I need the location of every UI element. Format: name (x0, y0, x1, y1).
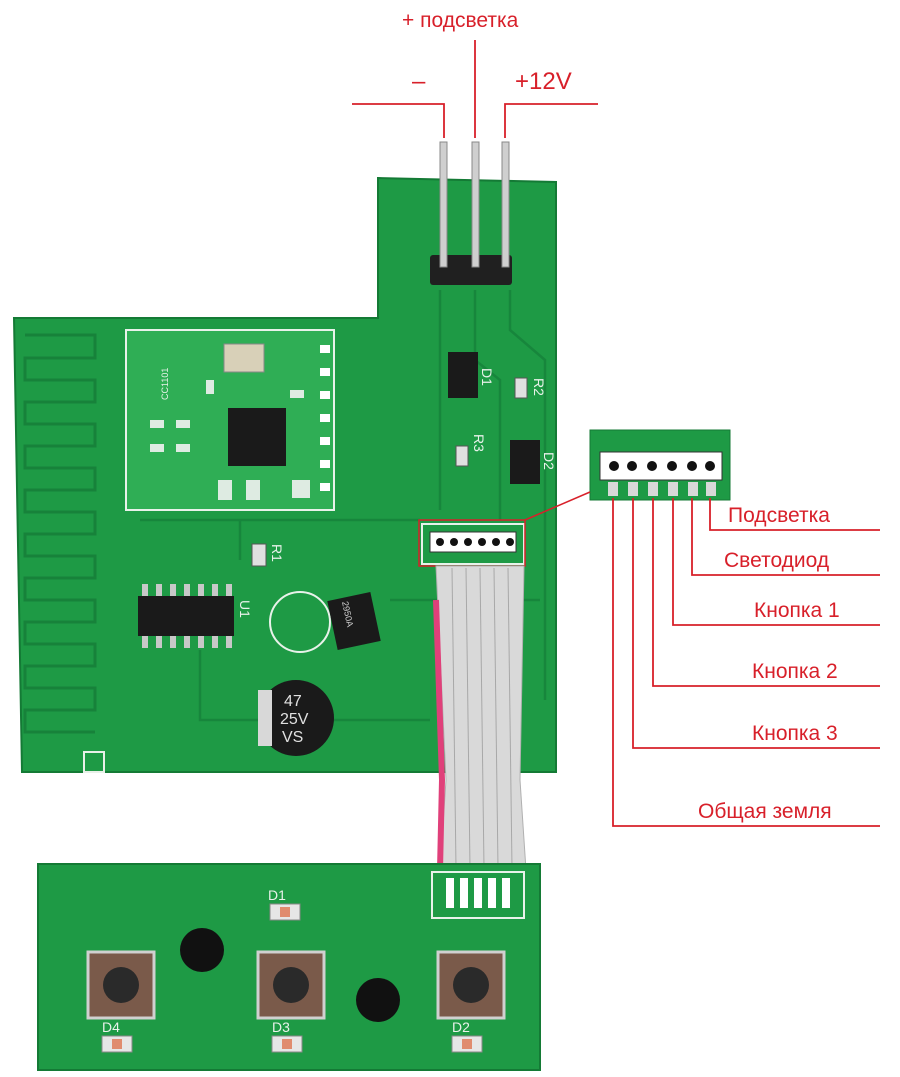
voltage-regulator: 2950A (269, 591, 381, 653)
board-corner-pad (83, 751, 105, 773)
tactile-button-3 (436, 950, 506, 1020)
diode-d2 (510, 440, 540, 484)
tactile-button-1 (86, 950, 156, 1020)
r2-label: R2 (531, 378, 547, 396)
led-d3-lens (282, 1039, 292, 1049)
label-minus: – (412, 68, 426, 95)
d2-label: D2 (541, 452, 557, 470)
zoom-connector-line (524, 491, 591, 521)
led-d1-lens (280, 907, 290, 917)
antenna-trace (23, 333, 97, 734)
label-pin-common-ground: Общая земля (698, 800, 832, 823)
three-pin-header (430, 141, 512, 285)
annotation-lines (352, 40, 880, 827)
label-pin-button-1: Кнопка 1 (754, 599, 840, 622)
leader-pin-1 (709, 498, 880, 531)
led-d2-label: D2 (452, 1019, 470, 1035)
led-d2-lens (462, 1039, 472, 1049)
resistor-r1 (251, 543, 267, 567)
resistor-r2 (514, 377, 528, 399)
d1-label: D1 (479, 368, 495, 386)
label-backlight-plus: + подсветка (402, 9, 519, 32)
leader-pin-3 (672, 498, 880, 626)
led-d4-label: D4 (102, 1019, 120, 1035)
led-d1-label: D1 (268, 887, 286, 903)
label-pin-button-3: Кнопка 3 (752, 722, 838, 745)
connector-bottom (431, 871, 525, 919)
cap-value-3: VS (282, 729, 303, 746)
label-plus-12v: +12V (515, 68, 572, 95)
led-d3-label: D3 (272, 1019, 290, 1035)
connector-zoom-inset (589, 429, 731, 501)
leader-pin-2 (691, 498, 880, 576)
diode-d1 (448, 352, 478, 398)
led-d4-lens (112, 1039, 122, 1049)
pcb-traces (140, 290, 547, 722)
u1-label: U1 (237, 600, 253, 618)
label-pin-backlight: Подсветка (728, 504, 830, 527)
ic-u1 (138, 584, 234, 648)
label-pin-led: Светодиод (724, 549, 830, 572)
leader-pin-4 (652, 498, 880, 687)
leader-pin-6 (612, 498, 880, 827)
leader-12v (504, 103, 598, 138)
r1-label: R1 (269, 544, 285, 562)
module-label: CC1101 (160, 368, 170, 400)
ribbon-cable (433, 565, 527, 871)
label-pin-button-2: Кнопка 2 (752, 660, 838, 683)
cap-value-1: 47 (284, 693, 302, 710)
cap-value-2: 25V (280, 711, 309, 728)
r3-label: R3 (471, 434, 487, 452)
tactile-button-2 (256, 950, 326, 1020)
electrolytic-capacitor: 47 25V VS (258, 680, 334, 756)
mounting-hole-1 (180, 928, 224, 972)
resistor-r3 (455, 445, 469, 467)
leader-pin-5 (632, 498, 880, 749)
connector-top (421, 523, 525, 565)
rf-module: CC1101 (125, 329, 335, 511)
mounting-hole-2 (356, 978, 400, 1022)
leader-minus (352, 103, 445, 138)
